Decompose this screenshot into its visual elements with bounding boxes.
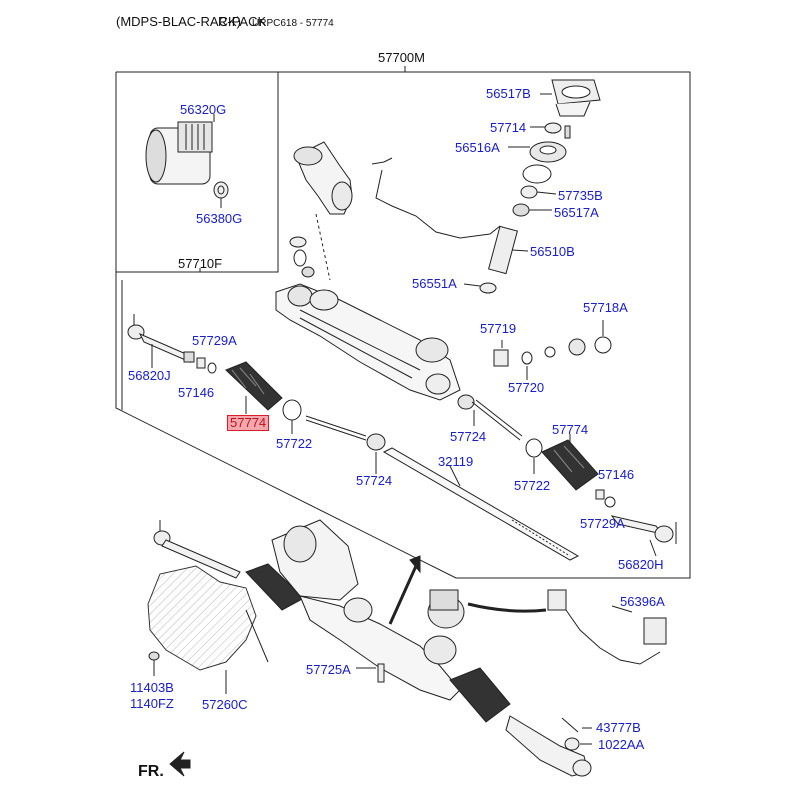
- label-56820h[interactable]: 56820H: [618, 557, 664, 572]
- housing-56516a-drawing: [508, 141, 567, 163]
- bolt-57725a-drawing: [356, 663, 385, 683]
- label-56320g[interactable]: 56320G: [180, 102, 227, 117]
- label-57146-left[interactable]: 57146: [178, 385, 215, 400]
- nut-57714-drawing: [530, 122, 571, 139]
- label-57724-left[interactable]: 57724: [356, 473, 393, 488]
- cap-56517b-drawing: [540, 79, 601, 117]
- front-direction-label: FR.: [138, 763, 164, 780]
- label-57710f[interactable]: 57710F: [178, 256, 223, 271]
- label-1140fz[interactable]: 1140FZ: [130, 696, 174, 711]
- sub-frame-57710f: [116, 72, 279, 273]
- label-57718a[interactable]: 57718A: [583, 300, 628, 315]
- label-57729a-right[interactable]: 57729A: [580, 516, 625, 531]
- rack-32119-drawing: [382, 447, 580, 561]
- label-43777b[interactable]: 43777B: [596, 720, 641, 735]
- label-57700m[interactable]: 57700M: [378, 50, 425, 65]
- bearing-56517a-drawing: [512, 203, 552, 217]
- rack-housing-drawing: [275, 283, 461, 401]
- pin-43777b-drawing: [561, 717, 592, 751]
- label-32119[interactable]: 32119: [438, 454, 474, 469]
- gear-housing-drawing: [293, 141, 353, 215]
- oring-57735b-drawing: [520, 164, 557, 199]
- inner-tie-rod-right-drawing: [457, 394, 523, 441]
- label-1022aa[interactable]: 1022AA: [598, 737, 645, 752]
- header-ref: URPC618 - 57774: [252, 18, 334, 29]
- motor-56320g-drawing: [145, 114, 215, 185]
- bolt-11403b-drawing: [148, 651, 160, 676]
- arrow-to-gear-drawing: [388, 565, 418, 625]
- label-57260c[interactable]: 57260C: [202, 697, 248, 712]
- label-56396a[interactable]: 56396A: [620, 594, 665, 609]
- cover-57260c-drawing: [147, 565, 269, 694]
- shaft-56510b-drawing: [488, 225, 529, 275]
- assembled-rack-drawing: [153, 519, 592, 777]
- arrow-to-harness-drawing: [467, 602, 547, 613]
- label-56510b[interactable]: 56510B: [530, 244, 575, 259]
- tie-rod-end-right-drawing: [610, 515, 677, 557]
- label-56516a[interactable]: 56516A: [455, 140, 500, 155]
- nut-57146-left-drawing: [196, 357, 217, 374]
- harness-56396a-drawing: [547, 589, 667, 665]
- header-title: (MDPS-BLAC-RACK): [116, 14, 241, 29]
- seal-stack-drawing: [289, 236, 315, 278]
- label-56517b[interactable]: 56517B: [486, 86, 531, 101]
- label-57722-right[interactable]: 57722: [514, 478, 551, 493]
- label-57774-right[interactable]: 57774: [552, 422, 589, 437]
- clamp-57722-right-drawing: [525, 438, 543, 458]
- label-56517a[interactable]: 56517A: [554, 205, 599, 220]
- ring-56380g-drawing: [213, 181, 229, 208]
- label-57724-right[interactable]: 57724: [450, 429, 487, 444]
- plug-56551a-drawing: [463, 282, 497, 294]
- boot-57774-left-drawing: [225, 361, 283, 414]
- yoke-57719-drawing: [493, 320, 612, 380]
- label-56820j[interactable]: 56820J: [128, 368, 171, 383]
- assembly-frame: [115, 71, 691, 579]
- header-overlap-text: R-PACK: [218, 14, 267, 29]
- label-56551a[interactable]: 56551A: [412, 276, 457, 291]
- front-arrow-drawing: [169, 751, 191, 777]
- label-57722-left[interactable]: 57722: [276, 436, 313, 451]
- clamp-57722-left-drawing: [282, 399, 302, 421]
- nut-57146-right-drawing: [595, 489, 616, 508]
- label-57729a-left[interactable]: 57729A: [192, 333, 237, 348]
- label-56380g[interactable]: 56380G: [196, 211, 243, 226]
- label-57735b[interactable]: 57735B: [558, 188, 603, 203]
- label-57714[interactable]: 57714: [490, 120, 527, 135]
- sensor-cable-drawing: [371, 157, 501, 239]
- label-57725a[interactable]: 57725A: [306, 662, 351, 677]
- boot-57774-right-drawing: [541, 434, 599, 491]
- label-11403b[interactable]: 11403B: [130, 680, 174, 695]
- label-57146-right[interactable]: 57146: [598, 467, 635, 482]
- label-57719[interactable]: 57719: [480, 321, 517, 336]
- tie-rod-end-left-drawing: [127, 314, 195, 368]
- label-57774-left-highlighted[interactable]: 57774: [227, 415, 270, 431]
- inner-tie-rod-left-drawing: [305, 415, 386, 474]
- label-57720[interactable]: 57720: [508, 380, 545, 395]
